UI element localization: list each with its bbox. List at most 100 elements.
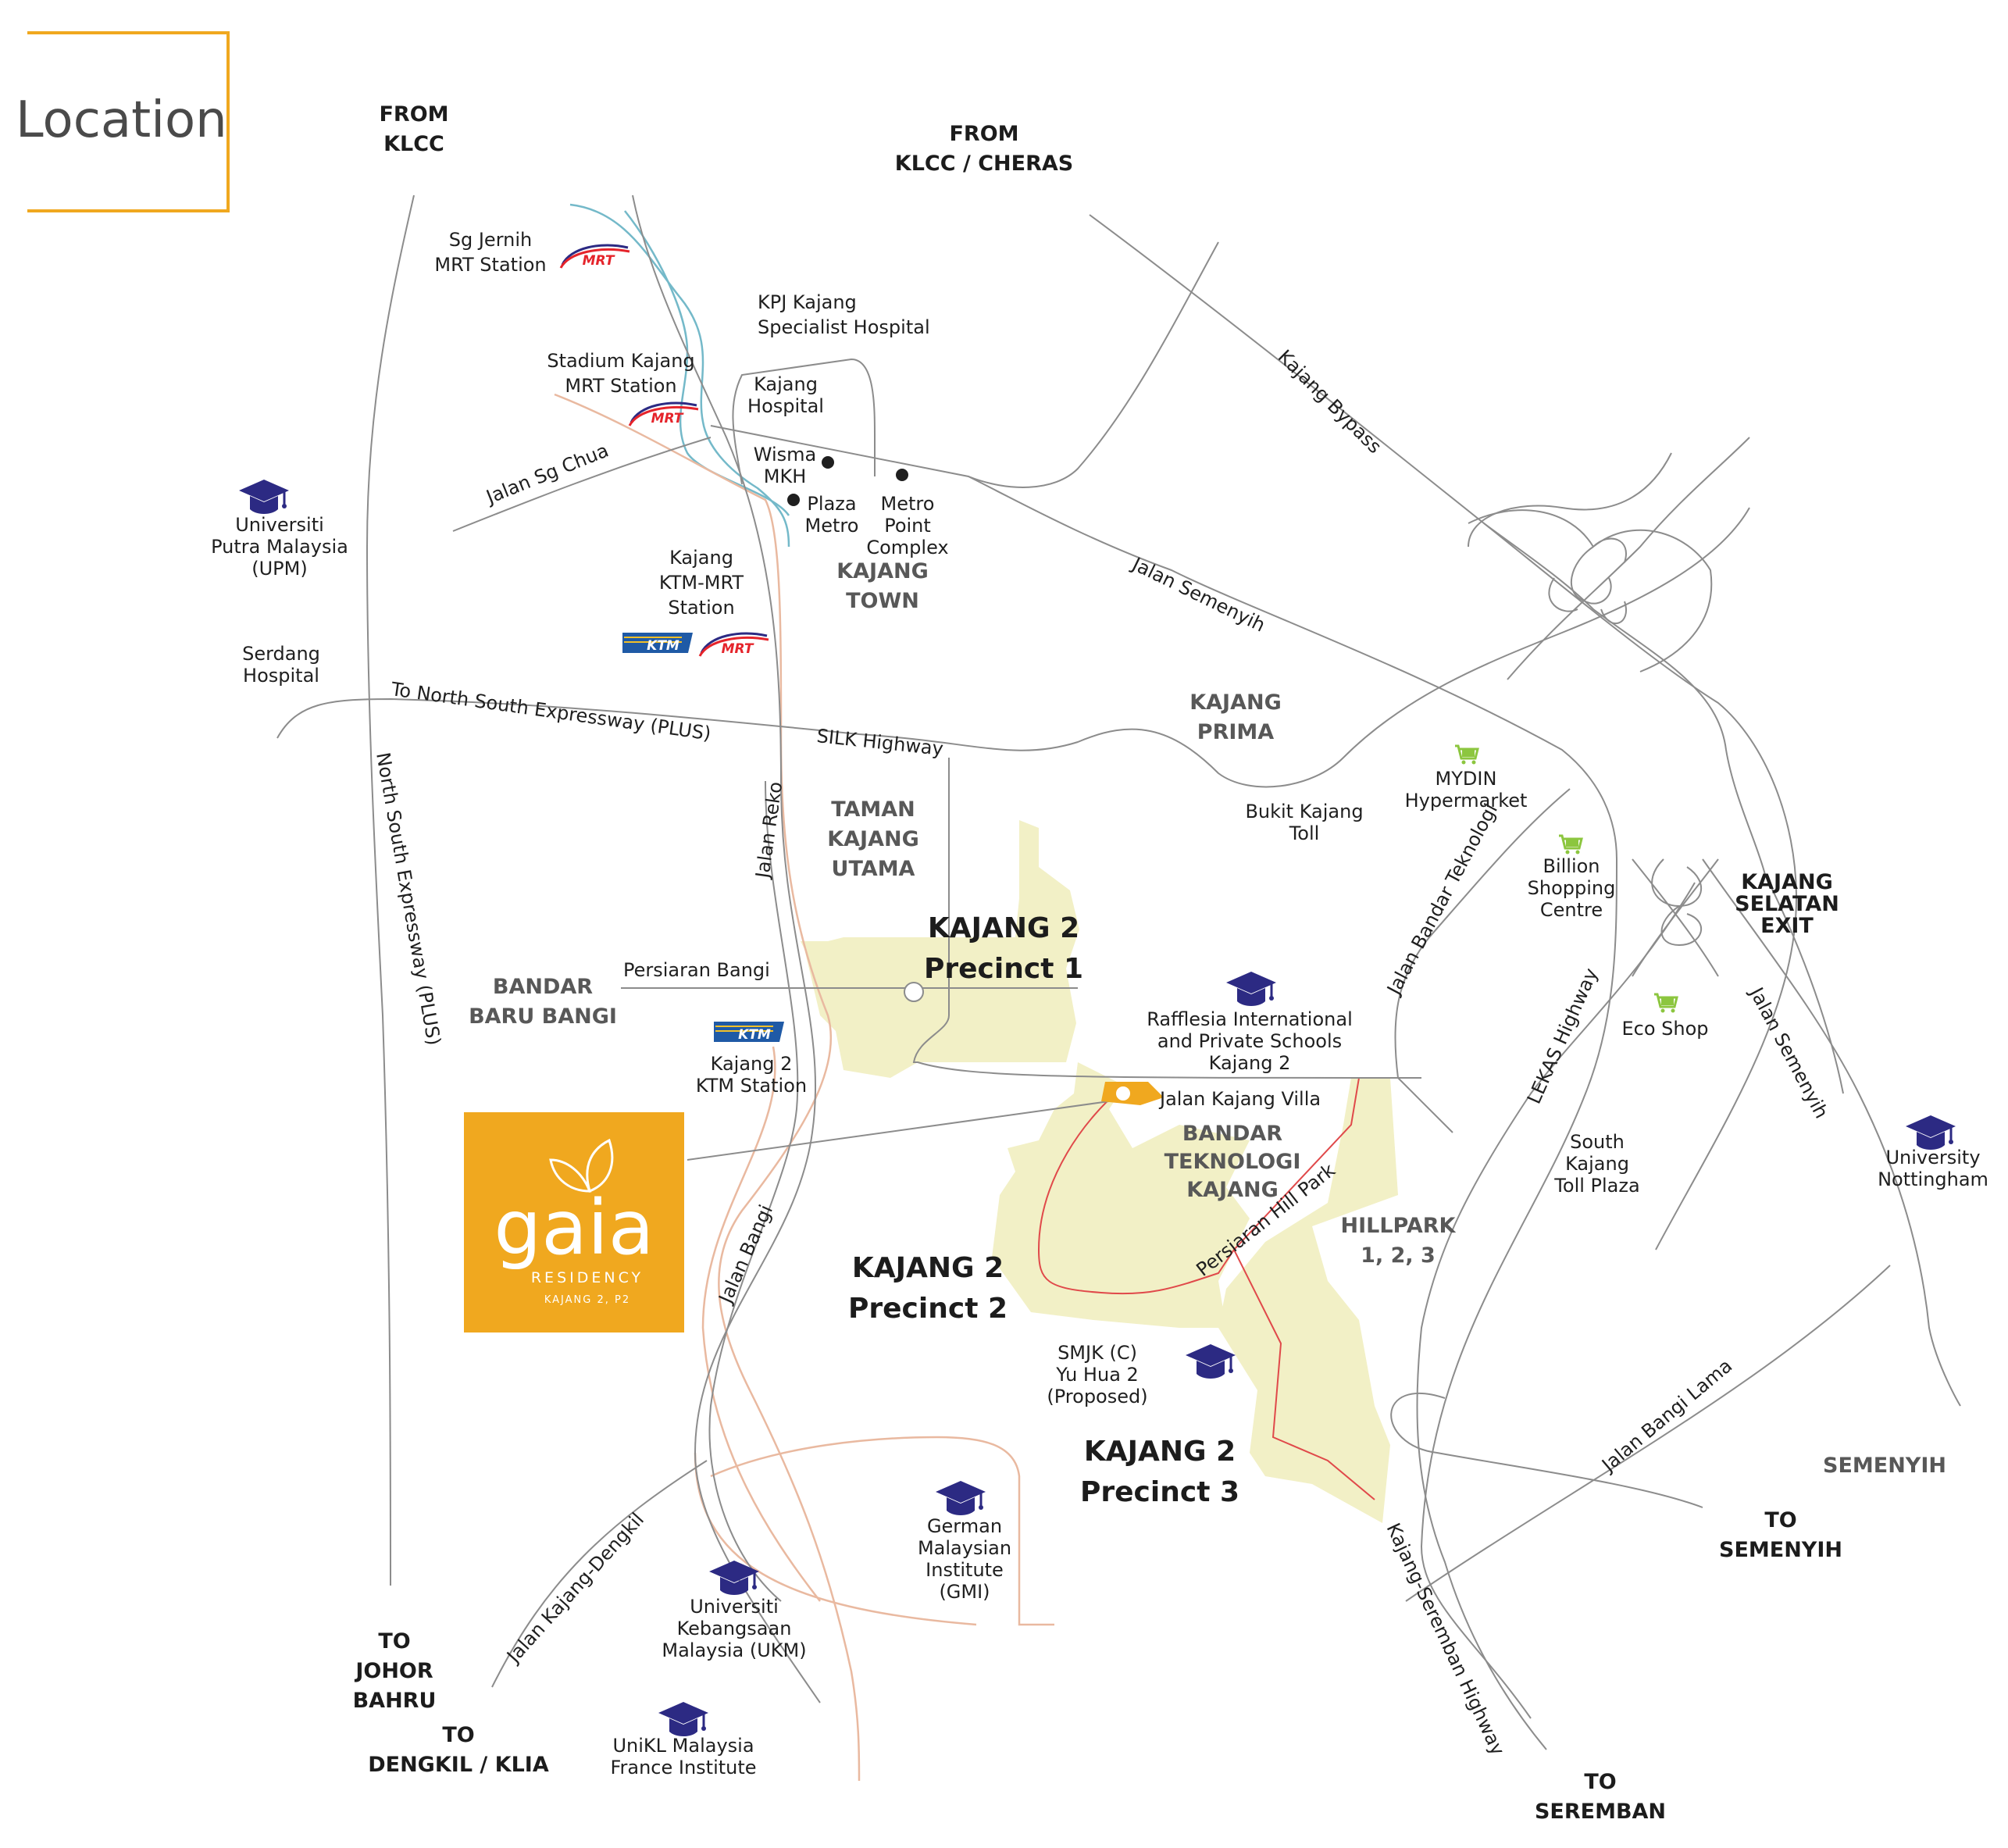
hospital-crescent-icon — [725, 306, 740, 337]
precinct-3-line: KAJANG 2 — [1084, 1436, 1236, 1468]
from-klcc-line: FROM — [379, 102, 448, 127]
gmi-line: German — [927, 1515, 1002, 1537]
bandar-baru-bangi-line: BARU BANGI — [469, 1004, 617, 1029]
silk-road — [276, 507, 1750, 788]
stadium-kajang-mrt-line: MRT Station — [565, 375, 676, 397]
ktm-icon: KTM — [714, 1022, 784, 1043]
bandar-baru-bangi-line: BANDAR — [493, 975, 593, 999]
mrt-icon: MRT — [628, 401, 699, 426]
rafflesia-line: Rafflesia International — [1147, 1008, 1353, 1030]
rail-lines — [554, 393, 1054, 1782]
sg-jernih-mrt-line: MRT Station — [434, 254, 546, 276]
jalan-kajang-dengkil-road — [491, 1460, 708, 1688]
ktm-logo-text: KTM — [647, 638, 679, 654]
kajang-selatan-exit-line: EXIT — [1760, 914, 1814, 938]
taman-kajang-utama-line: UTAMA — [832, 857, 915, 881]
bandar-teknologi-kajang-line: TEKNOLOGI — [1164, 1150, 1301, 1174]
jalan-semenyih-1-road-label: Jalan Semenyih — [1128, 552, 1269, 636]
to-seremban-line: TO — [1584, 1770, 1616, 1794]
kajang-ktm-mrt-line: Kajang — [669, 547, 733, 569]
eco-shop-line: Eco Shop — [1621, 1018, 1708, 1040]
upm-line: Universiti — [235, 514, 324, 536]
kpj-kajang-line: Specialist Hospital — [758, 316, 930, 338]
jalan-semenyih-south-road — [1702, 858, 1961, 1407]
smjk-yu-hua-line: SMJK (C) — [1057, 1342, 1137, 1364]
development-boundary — [1037, 1077, 1375, 1500]
gaia-residency-logo: gaia RESIDENCY KAJANG 2, P2 — [464, 1112, 684, 1332]
kajang-selatan-exit-line: SELATAN — [1735, 892, 1839, 916]
bukit-kajang-toll-line: Toll — [1289, 822, 1320, 844]
from-klcc-label: FROM KLCC — [379, 102, 448, 156]
kajang-selatan-exit-line: KAJANG — [1741, 870, 1833, 894]
precinct-1-line: Precinct 1 — [924, 953, 1083, 985]
mrt-icon: MRT — [559, 244, 630, 269]
lekas-road — [1416, 882, 1696, 1750]
semenyih-line: SEMENYIH — [1823, 1454, 1946, 1478]
kajang-ktm-mrt-line: Station — [668, 597, 734, 619]
graduation-cap-icon — [709, 1561, 759, 1595]
jalan-kajang-villa-road-label: Jalan Kajang Villa — [1158, 1088, 1321, 1110]
nottingham-line: University — [1885, 1147, 1980, 1168]
jalan-bangi-lama-road — [1405, 1265, 1891, 1602]
graduation-cap-icon — [1906, 1115, 1956, 1150]
logo-subtitle: RESIDENCY — [531, 1269, 644, 1286]
kajang-town-line: KAJANG — [836, 559, 929, 583]
south-kajang-toll-line: South — [1570, 1131, 1625, 1153]
dot-icon — [822, 456, 834, 469]
metro-point-line: Complex — [866, 537, 948, 558]
rafflesia-line: Kajang 2 — [1209, 1052, 1291, 1074]
kajang2-ktm-line: KTM Station — [696, 1075, 807, 1097]
kajang-hospital-line: Kajang — [754, 373, 818, 395]
jalan-bandar-teknologi-road-label: Jalan Bandar Teknologi — [1382, 800, 1502, 999]
kajang-bypass-road-label: Kajang Bypass — [1274, 345, 1386, 458]
upm-line: Putra Malaysia — [211, 536, 348, 558]
wisma-mkh-line: Wisma — [754, 444, 816, 466]
graduation-cap-icon — [936, 1481, 986, 1515]
from-klcc-line: KLCC — [383, 132, 444, 156]
logo-wordmark: gaia — [494, 1184, 654, 1272]
hillpark-line: 1, 2, 3 — [1361, 1243, 1436, 1268]
hospital-crescent-icon — [268, 612, 284, 643]
kajang-town-line: TOWN — [846, 589, 919, 613]
precinct-2-line: KAJANG 2 — [852, 1252, 1004, 1284]
bandar-teknologi-kajang-line: KAJANG — [1186, 1178, 1279, 1202]
gmi-line: Malaysian — [918, 1537, 1011, 1559]
dot-icon — [896, 469, 908, 481]
jalan-bangi-lama-road-label: Jalan Bangi Lama — [1596, 1354, 1736, 1476]
graduation-cap-icon — [239, 480, 289, 514]
dot-icon — [787, 494, 800, 506]
shopping-cart-icon — [1654, 993, 1678, 1013]
smjk-yu-hua-line: Yu Hua 2 — [1055, 1364, 1139, 1386]
billion-line: Centre — [1540, 899, 1603, 921]
graduation-cap-icon — [658, 1702, 708, 1736]
precinct-1-label: KAJANG 2 Precinct 1 — [924, 912, 1083, 985]
kajang-prima-line: KAJANG — [1189, 690, 1282, 715]
kajang-ktm-mrt-line: KTM-MRT — [659, 572, 744, 594]
precinct-1-line: KAJANG 2 — [928, 912, 1079, 944]
persiaran-bangi-road-label: Persiaran Bangi — [623, 959, 770, 981]
jalan-bandar-teknologi-road — [1394, 788, 1571, 1133]
to-johor-bahru-line: TO — [378, 1629, 410, 1654]
mrt-logo-text: MRT — [583, 253, 615, 269]
jalan-sg-chua-road-label: Jalan Sg Chua — [482, 439, 612, 508]
silk-highway-road-label: SILK Highway — [815, 725, 944, 760]
persiaran-bangi-roundabout — [904, 982, 924, 1002]
ukm-line: Malaysia (UKM) — [662, 1639, 806, 1661]
taman-kajang-utama-line: KAJANG — [827, 827, 919, 851]
